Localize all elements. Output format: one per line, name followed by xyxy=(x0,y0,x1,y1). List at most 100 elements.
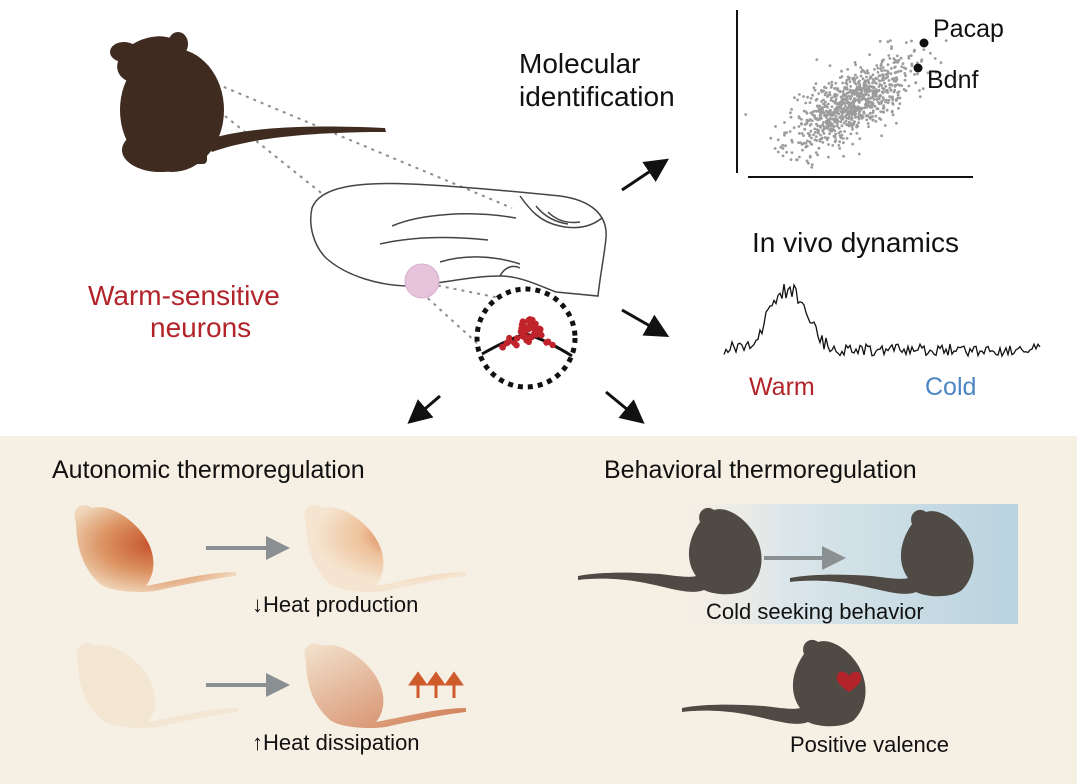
scatter-point xyxy=(798,155,801,159)
scatter-point xyxy=(783,121,786,124)
scatter-point xyxy=(918,89,921,92)
scatter-point xyxy=(856,105,860,108)
scatter-point xyxy=(823,93,827,97)
scatter-point xyxy=(791,140,794,144)
scatter-point xyxy=(803,127,807,131)
scatter-point xyxy=(822,127,826,131)
neuron-cluster xyxy=(499,316,556,351)
scatter-point xyxy=(881,66,885,69)
heart-icon xyxy=(836,671,862,692)
scatter-point xyxy=(882,76,885,80)
scatter-point xyxy=(843,87,846,91)
scatter-point xyxy=(816,131,820,135)
scatter-point xyxy=(880,99,884,103)
scatter-point xyxy=(820,100,823,103)
scatter-point xyxy=(804,101,808,105)
neuron-dot xyxy=(520,321,527,328)
scatter-point xyxy=(880,60,884,64)
scatter-point xyxy=(827,102,830,106)
molecular-label-line2: identification xyxy=(519,81,675,112)
scatter-point xyxy=(883,69,886,72)
scatter-point xyxy=(879,67,882,71)
scatter-point xyxy=(889,39,892,42)
scatter-point xyxy=(862,110,866,114)
scatter-point xyxy=(862,81,866,85)
scatter-point xyxy=(783,133,786,137)
scatter-point xyxy=(840,113,844,117)
scatter-point xyxy=(804,110,808,114)
scatter-point xyxy=(864,104,868,108)
scatter-point xyxy=(834,109,838,113)
scatter-point xyxy=(858,79,861,83)
scatter-point xyxy=(810,136,813,140)
scatter-point xyxy=(837,144,841,147)
heat-production-caption: ↓Heat production xyxy=(252,593,418,617)
scatter-point xyxy=(851,110,855,113)
scatter-point xyxy=(800,143,804,146)
scatter-point xyxy=(828,64,832,67)
scatter-point xyxy=(810,163,814,167)
scatter-point xyxy=(871,115,874,118)
scatter-point xyxy=(902,88,906,91)
hypothalamus-highlight xyxy=(404,263,440,299)
scatter-point xyxy=(839,95,843,99)
gene-label-bdnf: Bdnf xyxy=(927,66,979,94)
scatter-point xyxy=(854,97,857,101)
scatter-point xyxy=(854,109,857,113)
scatter-point xyxy=(842,107,846,110)
scatter-point xyxy=(841,90,845,94)
scatter-point xyxy=(819,126,822,129)
scatter-point xyxy=(827,143,830,146)
scatter-point xyxy=(858,99,862,102)
scatter-point xyxy=(933,57,937,60)
scatter-point xyxy=(789,115,793,119)
scatter-point xyxy=(867,87,871,90)
scatter-point xyxy=(809,142,813,145)
scatter-point xyxy=(867,93,870,97)
neuron-dot xyxy=(522,335,530,342)
scatter-point xyxy=(812,86,816,90)
scatter-point xyxy=(830,129,834,133)
scatter-point xyxy=(899,69,903,73)
scatter-point xyxy=(903,72,907,75)
scatter-point xyxy=(884,100,887,104)
scatter-point xyxy=(934,70,938,74)
scatter-point xyxy=(816,153,819,157)
scatter-point xyxy=(858,113,862,117)
scatter-point xyxy=(883,81,886,85)
scatter-point xyxy=(811,93,814,97)
scatter-point xyxy=(856,86,859,89)
neuron-dot xyxy=(531,326,538,333)
scatter-point xyxy=(836,119,840,123)
scatter-point xyxy=(859,74,863,78)
scatter-point xyxy=(834,97,838,101)
scatter-point xyxy=(853,61,857,64)
scatter-point xyxy=(838,147,842,150)
neurons-label-line1: Warm-sensitive xyxy=(88,280,280,311)
scatter-point xyxy=(812,133,815,137)
scatter-point xyxy=(823,136,827,139)
scatter-point xyxy=(821,129,825,133)
scatter-point xyxy=(824,104,828,108)
scatter-point xyxy=(834,81,838,85)
scatter-point xyxy=(826,136,830,140)
scatter-point xyxy=(890,47,893,50)
scatter-point xyxy=(877,95,881,98)
scatter-point xyxy=(776,138,780,142)
scatter-point xyxy=(874,114,878,118)
scatter-point xyxy=(891,102,895,106)
scatter-point xyxy=(839,130,842,134)
scatter-point xyxy=(802,95,805,98)
scatter-point xyxy=(805,122,809,125)
scatter-point xyxy=(815,58,819,61)
scatter-point xyxy=(830,96,833,100)
scatter-point xyxy=(856,98,860,102)
scatter-point xyxy=(840,124,844,128)
scatter-point xyxy=(868,111,872,115)
scatter-point xyxy=(897,90,901,94)
scatter-point xyxy=(929,51,932,55)
scatter-point xyxy=(838,90,842,94)
scatter-point xyxy=(830,105,834,108)
scatter-point xyxy=(838,134,842,138)
